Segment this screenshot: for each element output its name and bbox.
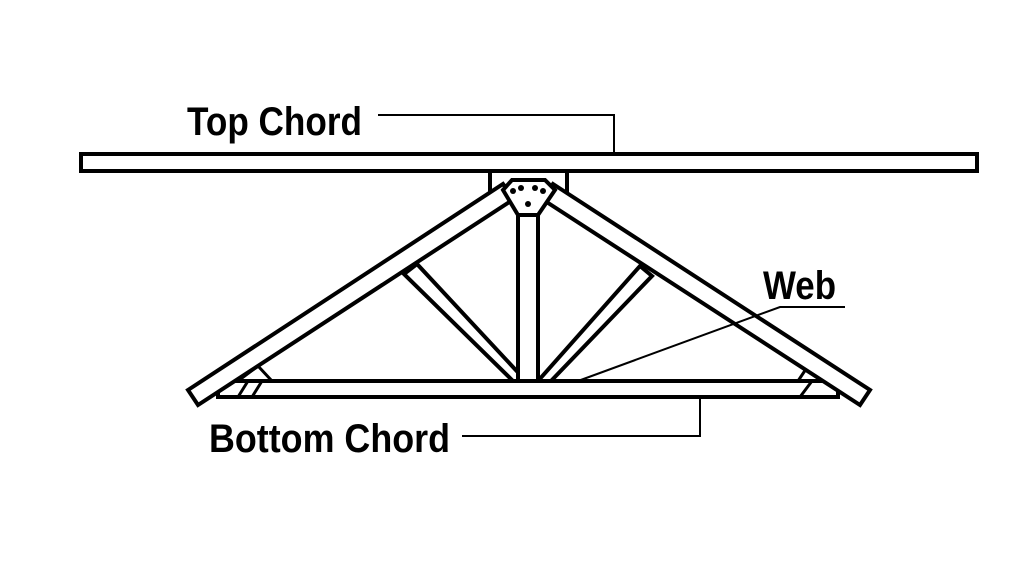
top-chord-leader <box>378 114 615 154</box>
top-chord-label: Top Chord <box>187 100 362 144</box>
bottom-chord-label: Bottom Chord <box>209 417 450 461</box>
web-leader <box>577 306 845 382</box>
top-chord-member <box>79 152 979 173</box>
left-diagonal-web <box>400 261 531 383</box>
right-diagonal-web <box>533 263 655 383</box>
vertical-web <box>516 203 540 383</box>
peak-gusset-plate <box>500 178 558 217</box>
bottom-chord-leader <box>462 397 701 437</box>
web-label: Web <box>763 264 836 308</box>
left-rafter <box>185 181 517 408</box>
